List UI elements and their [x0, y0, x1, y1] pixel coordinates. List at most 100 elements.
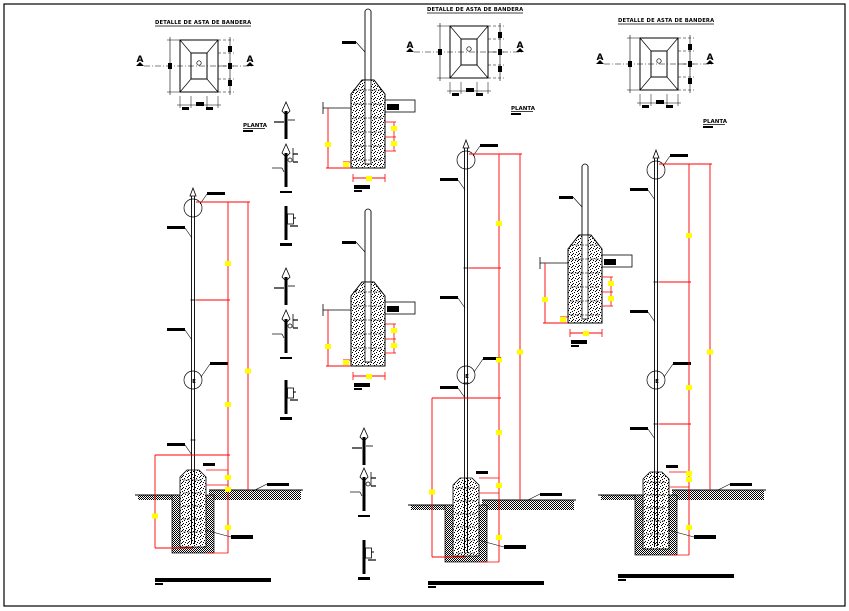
- pulley-detail-symbol: [350, 467, 376, 517]
- callout-label-block: [203, 463, 215, 466]
- plan-title: DETALLE DE ASTA DE BANDERA: [155, 20, 251, 26]
- dimension-value: [686, 477, 692, 482]
- footing-section-top: [322, 8, 416, 192]
- leader-line: [252, 483, 268, 492]
- leader-line: [281, 167, 285, 173]
- leader-line: [200, 363, 211, 378]
- pole-symbol: [362, 437, 366, 465]
- dimension-text-block: [452, 93, 459, 96]
- scale-text-block: [703, 126, 713, 128]
- embedded-pole: [364, 79, 372, 165]
- cleat-detail-symbol: [280, 206, 298, 246]
- leader-line: [525, 493, 541, 502]
- dimension-value: [225, 525, 231, 530]
- finial-icon: [462, 138, 470, 149]
- callout-label-block: [440, 178, 458, 181]
- callout-label-block: [210, 362, 228, 365]
- dimension-text-block: [642, 105, 649, 108]
- callout-label-block: [670, 154, 688, 157]
- callout-label-block: [480, 144, 498, 147]
- section-title-block: [571, 340, 587, 344]
- pole-symbol: [284, 206, 288, 240]
- pulley-detail-symbol: [272, 143, 298, 193]
- section-marker: A: [246, 55, 254, 66]
- callout-label-block: [476, 471, 488, 474]
- leader-line: [715, 483, 731, 492]
- chamfer-line: [206, 78, 219, 93]
- detail-callout-label: E: [192, 379, 196, 385]
- footing-section-middle: [322, 208, 416, 390]
- pole-hole-circle: [196, 60, 202, 66]
- dimension-value: [686, 525, 692, 530]
- dimension-value: [542, 297, 548, 302]
- dimension-value: [496, 430, 502, 435]
- dimension-value: [496, 357, 502, 363]
- section-marker: A: [596, 53, 604, 64]
- section-marker-label: A: [407, 41, 414, 51]
- embedded-pole: [581, 234, 589, 320]
- callout-label-block: [167, 443, 185, 446]
- symbol-label-block: [358, 515, 370, 517]
- finial-icon: [189, 186, 197, 197]
- drawing-note-scale-block: [155, 583, 163, 585]
- dimension-text-block: [476, 93, 483, 96]
- finial-detail-symbol: [274, 267, 295, 305]
- cleat-icon: [365, 547, 372, 559]
- pulley-detail-symbol: [272, 309, 298, 359]
- sheet-border: [3, 3, 846, 607]
- plan-label: PLANTA: [243, 123, 268, 129]
- slab-hatch: [209, 490, 301, 500]
- callout-label-block: [630, 310, 648, 313]
- chamfer-line: [179, 78, 192, 93]
- pole-symbol: [284, 319, 288, 353]
- section-marker: A: [706, 53, 714, 64]
- dimension-text-block: [688, 44, 692, 50]
- bracket-plate: [601, 254, 633, 268]
- leader-line: [667, 529, 695, 538]
- dimension-text-block: [182, 107, 189, 110]
- dimension-value: [391, 126, 397, 131]
- callout-label-block: [167, 226, 185, 229]
- cleat-detail-symbol: [280, 380, 298, 420]
- dimension-text-block: [228, 46, 232, 52]
- bracket-plate: [384, 301, 416, 315]
- callout-label-block: [342, 41, 356, 44]
- concrete-pedestal: [642, 471, 670, 550]
- drawing-note-block: [155, 578, 271, 582]
- section-arrow-icon: [706, 60, 714, 64]
- scale-text-block: [511, 113, 521, 115]
- ground-hatch: [411, 505, 471, 510]
- dimension-value: [325, 142, 331, 147]
- leader-line: [355, 41, 366, 53]
- dimension-text-block: [498, 32, 502, 38]
- pole-top: [364, 8, 372, 12]
- dimension-value: [343, 360, 349, 365]
- dimension-value: [429, 489, 435, 495]
- detail-callout-circle: [456, 150, 476, 170]
- callout-label-block: [673, 362, 691, 365]
- leader-line: [355, 241, 366, 253]
- pulley-icon: [287, 323, 293, 329]
- leader-line: [359, 491, 363, 497]
- callout-label-block: [666, 465, 678, 468]
- ground-hatch: [138, 495, 198, 500]
- pulley-icon: [365, 481, 371, 487]
- chamfer-line: [449, 25, 462, 40]
- detail-callout-circle: [183, 370, 203, 390]
- chamfer-line: [206, 39, 219, 54]
- dimension-value: [517, 349, 523, 355]
- leader-line: [457, 179, 466, 191]
- finial-icon: [652, 148, 660, 159]
- dimension-value: [391, 343, 397, 348]
- dimension-text-block: [628, 61, 632, 67]
- concrete-pedestal: [452, 477, 480, 557]
- leader-line: [647, 428, 656, 440]
- callout-label-block: [559, 196, 573, 199]
- dimension-value: [225, 402, 231, 407]
- dimension-text-block: [196, 102, 204, 106]
- callout-label-block: [387, 306, 399, 312]
- detail-callout-circle: [456, 365, 476, 385]
- leader-line: [457, 387, 466, 399]
- dimension-text-block: [666, 105, 673, 108]
